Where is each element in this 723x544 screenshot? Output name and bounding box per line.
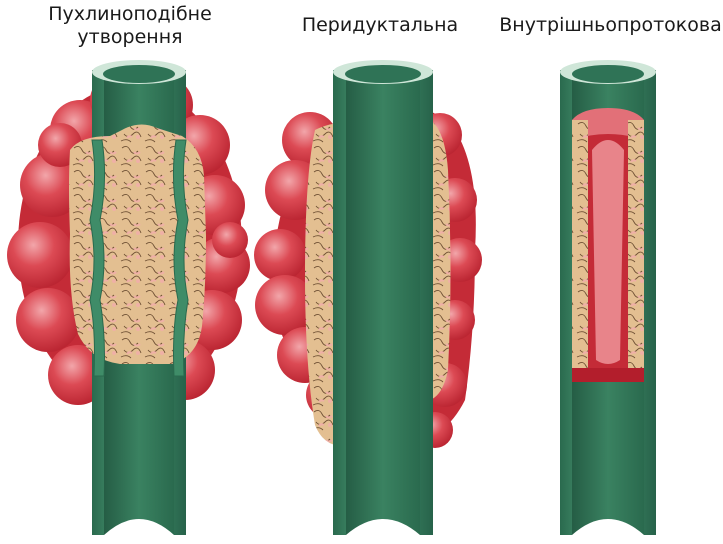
mass-forming-diagram: [7, 60, 250, 535]
intraductal-diagram: [560, 60, 656, 535]
periductal-duct: [333, 60, 433, 535]
intraductal-tumor: [572, 108, 644, 382]
mass-forming-tissue: [69, 124, 206, 364]
periductal-diagram: [254, 60, 482, 535]
